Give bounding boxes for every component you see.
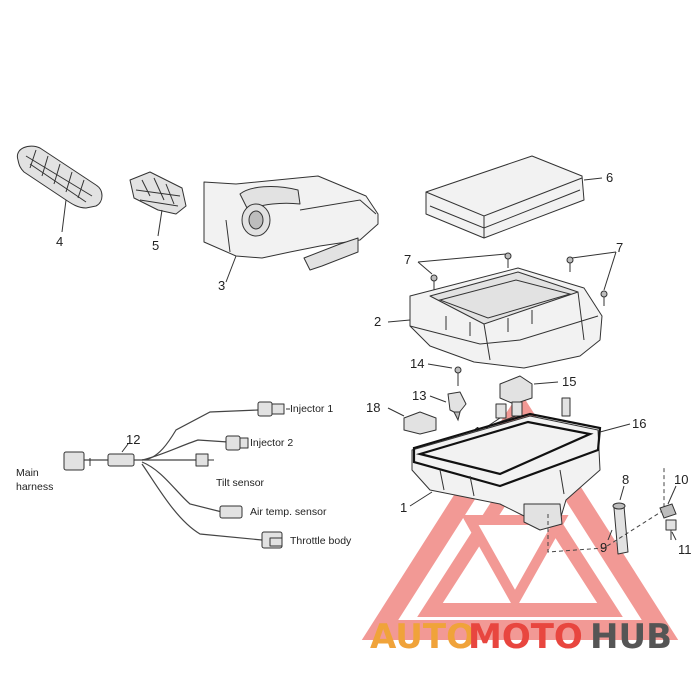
label-2: 2 (374, 314, 381, 329)
label-13: 13 (412, 388, 426, 403)
label-injector-1: Injector 1 (290, 403, 333, 415)
label-8: 8 (622, 472, 629, 487)
injector-1-connector (257, 401, 290, 417)
label-5: 5 (152, 238, 159, 253)
part-12-wiring-harness (63, 401, 290, 549)
main-harness-connector (63, 451, 85, 471)
part-1-airbox-lower (409, 412, 631, 531)
label-11: 11 (678, 542, 692, 557)
part-14-bolt (427, 363, 462, 386)
label-18: 18 (366, 400, 380, 415)
label-6: 6 (606, 170, 613, 185)
injector-2-connector (225, 435, 249, 451)
screw-icon (430, 252, 608, 306)
label-throttle-body: Throttle body (290, 535, 352, 547)
label-injector-2: Injector 2 (250, 437, 293, 449)
watermark-hub: HUB (590, 617, 672, 657)
label-4: 4 (56, 234, 63, 249)
part-15-connector (499, 375, 559, 405)
label-16: 16 (632, 416, 646, 431)
label-14: 14 (410, 356, 424, 371)
watermark-auto: AUTO (370, 617, 475, 657)
watermark-moto: MOTO (468, 617, 583, 657)
throttle-body-connector (261, 531, 283, 549)
watermark-logo (361, 391, 679, 640)
label-10: 10 (674, 472, 688, 487)
label-9: 9 (600, 540, 607, 555)
part-3-airbox-cover (203, 175, 379, 283)
part-16-gasket (412, 412, 602, 488)
part-6-air-filter (425, 155, 603, 239)
part-7-screws (417, 251, 617, 306)
label-air-temp-sensor: Air temp. sensor (250, 506, 327, 518)
part-5-grille (129, 171, 187, 237)
label-main-harness-2: harness (16, 481, 53, 493)
label-tilt-sensor: Tilt sensor (216, 477, 265, 489)
label-15: 15 (562, 374, 576, 389)
part-2-airbox-upper (387, 267, 603, 369)
label-1: 1 (400, 500, 407, 515)
label-3: 3 (218, 278, 225, 293)
label-12: 12 (126, 432, 140, 447)
air-temp-connector (219, 505, 243, 519)
part-18-block (387, 407, 437, 435)
part-10-clamp (659, 485, 677, 541)
label-7-right: 7 (616, 240, 623, 255)
part-4-intake-duct (16, 145, 103, 233)
tilt-sensor-connector (195, 453, 214, 467)
part-8-hose (547, 466, 665, 555)
part-13-sensor (429, 391, 467, 422)
label-7-left: 7 (404, 252, 411, 267)
label-main-harness-1: Main (16, 467, 39, 479)
watermark-text: AUTO MOTO HUB (370, 617, 672, 657)
